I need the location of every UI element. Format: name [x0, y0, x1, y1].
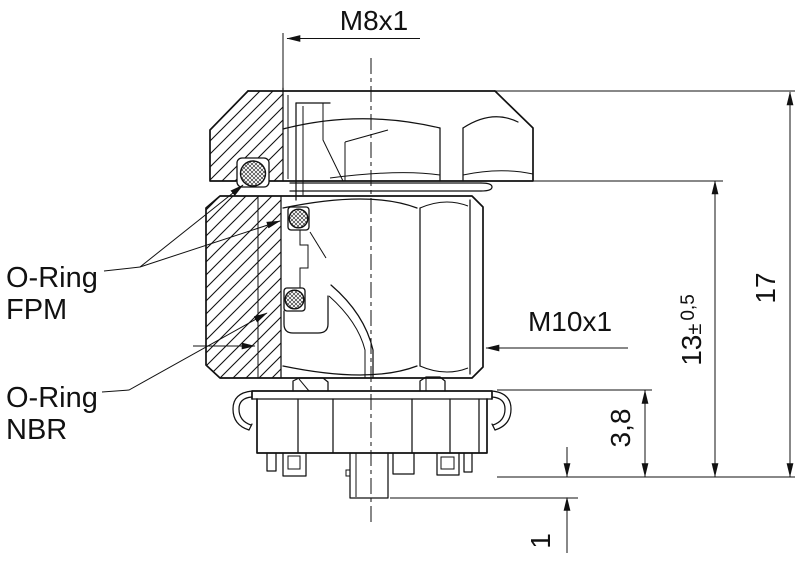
leader-lines [101, 184, 281, 393]
thread-label-m8: M8x1 [340, 5, 408, 36]
hex-facet-arc-top [282, 118, 441, 130]
o-rings [236, 157, 310, 312]
spring-clip-right [491, 390, 512, 431]
lower-section-hatch [206, 196, 281, 378]
dimension-lines [193, 35, 794, 553]
leader-fpm-2 [139, 220, 281, 268]
extension-lines [282, 33, 795, 499]
label-oring-fpm-line1: O-Ring [6, 262, 98, 294]
o-ring-1-fpm [239, 160, 267, 187]
leader-nbr [101, 312, 268, 393]
washer [289, 182, 493, 192]
dim-text-3-8: 3,8 [605, 409, 636, 448]
section-hatch-areas [206, 91, 283, 378]
thread-label-m10: M10x1 [528, 306, 612, 337]
dim-text-1: 1 [525, 533, 556, 549]
dim-text-13: 13±0,5 [676, 294, 707, 366]
spring-clip-left [232, 390, 253, 431]
lower-body [205, 195, 484, 379]
label-oring-nbr-line1: O-Ring [6, 382, 98, 414]
annotations: M8x1 M10x1 17 13±0,5 3,8 1 O-Ring FPM O-… [6, 5, 781, 549]
label-oring-nbr-line2: NBR [6, 414, 67, 446]
neck-tabs [292, 376, 446, 392]
dim-text-17: 17 [750, 272, 781, 303]
leader-fpm-1 [139, 184, 244, 268]
contact-pins [266, 452, 473, 499]
label-oring-fpm-line2: FPM [6, 294, 67, 326]
o-ring-2-fpm [288, 208, 309, 229]
connector-block [232, 390, 512, 499]
o-ring-3-nbr [284, 289, 305, 310]
